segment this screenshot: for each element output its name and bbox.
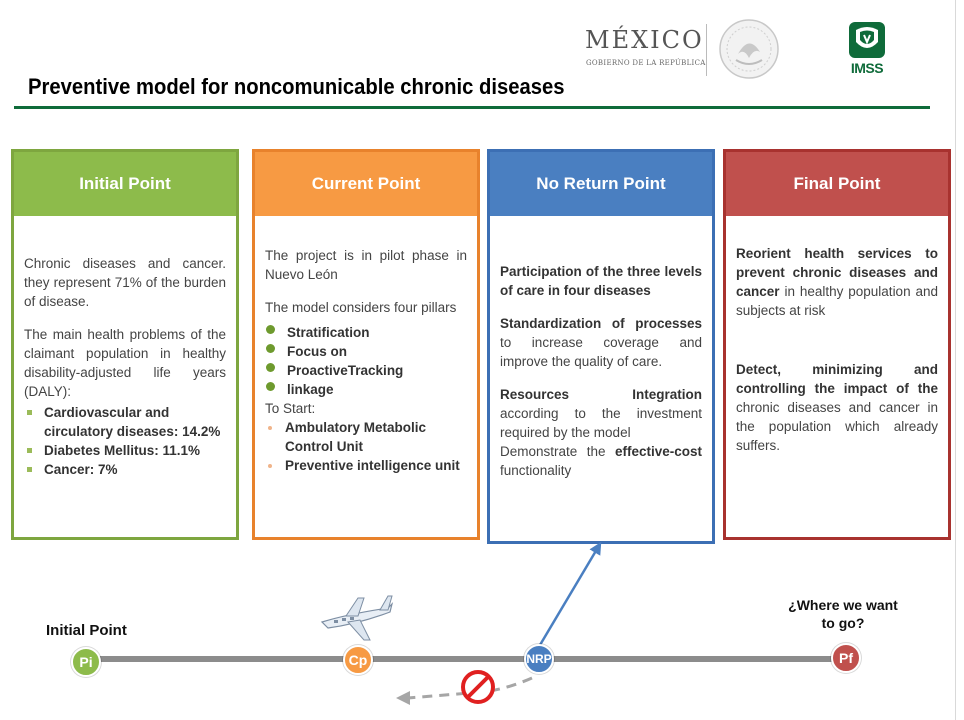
card-initial-point: Initial Point Chronic diseases and cance…	[11, 149, 239, 540]
pillars-list: Stratification Focus on ProactiveTrackin…	[265, 323, 467, 399]
list-item: Ambulatory Metabolic Control Unit	[265, 418, 467, 456]
card-current-point: Current Point The project is in pilot ph…	[252, 149, 480, 540]
list-item: Focus on	[265, 342, 467, 361]
initial-list: Cardiovascular and circulatory diseases:…	[24, 403, 226, 479]
current-paragraph-2: The model considers four pillars	[265, 300, 457, 315]
imss-logo-icon	[849, 22, 885, 58]
card-noreturn-title: No Return Point	[490, 152, 712, 216]
gobierno-label: GOBIERNO DE LA REPÚBLICA	[586, 59, 706, 67]
node-pf: Pf	[831, 643, 861, 673]
initial-paragraph-1: Chronic diseases and cancer. they repres…	[24, 256, 226, 309]
return-path	[407, 676, 533, 700]
final-paragraph-2: Detect, minimizing and controlling the i…	[736, 362, 938, 453]
timeline-track	[85, 656, 847, 662]
timeline-initial-label: Initial Point	[46, 622, 127, 639]
node-cp: Cp	[343, 645, 373, 675]
card-initial-title: Initial Point	[14, 152, 236, 216]
list-item: Stratification	[265, 323, 467, 342]
noreturn-paragraph-4: Demonstrate the effective-cost functiona…	[500, 444, 702, 478]
list-item: Preventive intelligence unit	[265, 456, 467, 475]
imss-wordmark: IMSS	[850, 60, 884, 76]
noreturn-paragraph-1: Participation of the three levels of car…	[500, 264, 702, 298]
national-seal-icon	[719, 19, 779, 79]
timeline-goal-label: ¿Where we want to go?	[788, 597, 898, 631]
noreturn-paragraph-2: Standardization of processes to increase…	[500, 316, 702, 369]
card-final-title: Final Point	[726, 152, 948, 216]
card-no-return-point: No Return Point Participation of the thr…	[487, 149, 715, 544]
list-item: Cardiovascular and circulatory diseases:…	[24, 403, 226, 441]
final-paragraph-1: Reorient health services to prevent chro…	[736, 246, 938, 318]
node-pi: Pi	[71, 647, 101, 677]
return-arrowhead	[396, 691, 410, 705]
mexico-wordmark: MÉXICO	[585, 26, 704, 54]
list-item: ProactiveTracking	[265, 361, 467, 380]
nrp-arrow	[538, 541, 602, 646]
list-item: Diabetes Mellitus: 11.1%	[24, 441, 226, 460]
card-current-title: Current Point	[255, 152, 477, 216]
list-item: Cancer: 7%	[24, 460, 226, 479]
current-paragraph-1: The project is in pilot phase in Nuevo L…	[265, 248, 467, 282]
logo-divider	[706, 24, 707, 76]
slide-edge	[955, 0, 956, 720]
card-final-point: Final Point Reorient health services to …	[723, 149, 951, 540]
node-nrp: NRP	[524, 644, 554, 674]
list-item: linkage	[265, 380, 467, 399]
initial-paragraph-2: The main health problems of the claimant…	[24, 327, 226, 399]
to-start-label: To Start:	[265, 401, 316, 416]
title-divider	[14, 106, 930, 109]
start-list: Ambulatory Metabolic Control Unit Preven…	[265, 418, 467, 475]
prohibited-icon	[461, 670, 495, 704]
noreturn-paragraph-3: Resources Integration according to the i…	[500, 387, 702, 440]
page-title: Preventive model for noncomunicable chro…	[28, 74, 565, 99]
airplane-icon	[320, 595, 394, 641]
